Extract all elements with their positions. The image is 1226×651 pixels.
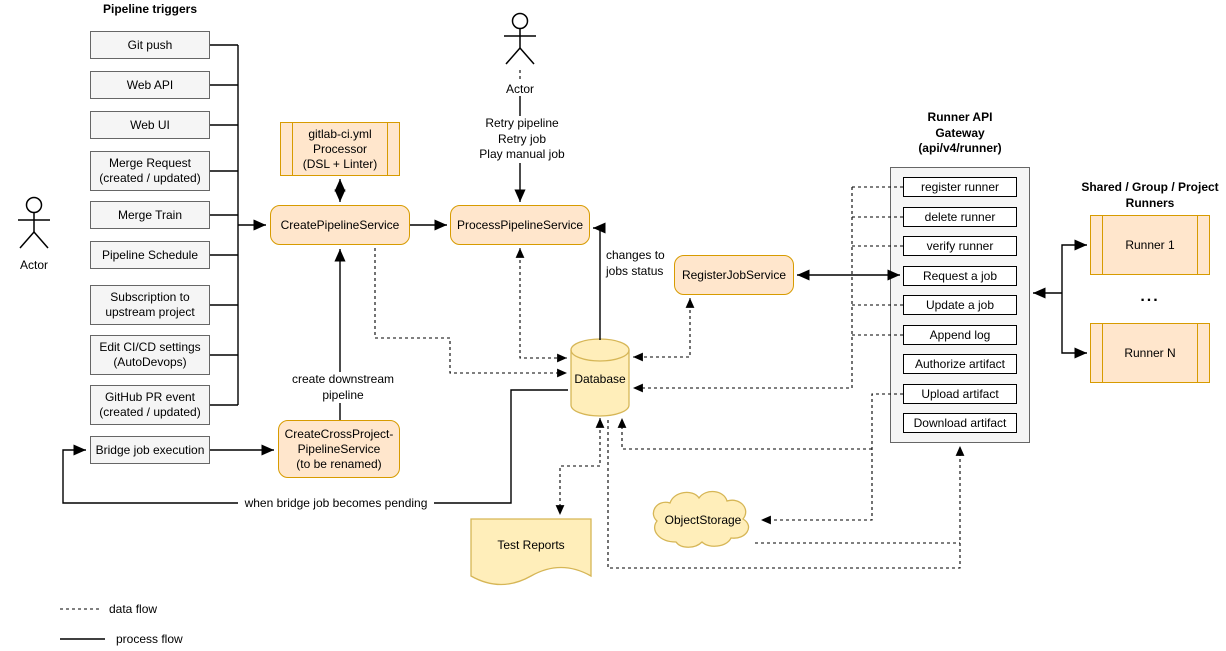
test-reports-label: Test Reports (497, 538, 565, 552)
endpoint-delete-runner: delete runner (903, 207, 1017, 227)
database-label: Database (574, 372, 626, 386)
endpoint-register-runner: register runner (903, 177, 1017, 197)
label-create-downstream: create downstream pipeline (285, 372, 401, 404)
process-bar-left (1102, 324, 1103, 382)
service-create-pipeline: CreatePipelineService (270, 205, 410, 245)
edge-db-jobstatus-to-processpipeline (593, 222, 606, 340)
runners-title: Shared / Group / Project Runners (1081, 180, 1219, 210)
endpoint-verify-runner: verify runner (903, 236, 1017, 256)
edge-upload-to-objectstorage (761, 393, 903, 525)
endpoint-request-job: Request a job (903, 266, 1017, 286)
database-icon (570, 338, 630, 417)
label-bridge-pending: when bridge job becomes pending (238, 496, 434, 512)
object-storage-label: ObjectStorage (664, 513, 742, 527)
process-bar-right (1197, 324, 1198, 382)
runners-ellipsis: ... (1140, 288, 1160, 305)
legend-data-flow-label: data flow (109, 602, 158, 616)
trigger-merge-train: Merge Train (90, 201, 210, 229)
gateway-title: Runner API Gateway (api/v4/runner) (918, 110, 1002, 156)
process-bar-right (1197, 216, 1198, 274)
edge-trigger-stubs (210, 44, 238, 406)
edge-processpipeline-db (515, 247, 567, 363)
test-reports-icon (470, 518, 592, 586)
actor-left-icon (18, 196, 50, 249)
trigger-github-pr: GitHub PR event (created / updated) (90, 385, 210, 425)
trigger-pipeline-schedule: Pipeline Schedule (90, 241, 210, 269)
endpoint-update-job: Update a job (903, 295, 1017, 315)
label-retry-actions: Retry pipeline Retry job Play manual job (460, 116, 584, 163)
actor-left-label: Actor (19, 258, 48, 272)
service-register-job: RegisterJobService (674, 255, 794, 295)
endpoint-authorize-artifact: Authorize artifact (903, 354, 1017, 374)
trigger-web-api: Web API (90, 71, 210, 99)
trigger-edit-cicd: Edit CI/CD settings (AutoDevops) (90, 335, 210, 375)
pipeline-triggers-title: Pipeline triggers (102, 2, 198, 16)
runner-n-label: Runner N (1124, 345, 1176, 360)
process-bar-right (387, 123, 388, 175)
endpoint-download-artifact: Download artifact (903, 413, 1017, 433)
runner-1-label: Runner 1 (1125, 237, 1175, 252)
edge-upload-to-db (617, 418, 872, 450)
endpoint-upload-artifact: Upload artifact (903, 384, 1017, 404)
service-yml-processor-label: gitlab-ci.yml Processor (DSL + Linter) (302, 126, 378, 171)
actor-top-icon (504, 12, 536, 65)
runner-n: Runner N (1090, 323, 1210, 383)
service-yml-processor: gitlab-ci.yml Processor (DSL + Linter) (280, 122, 400, 176)
trigger-git-push: Git push (90, 31, 210, 59)
trigger-subscription: Subscription to upstream project (90, 285, 210, 325)
legend-process-flow-label: process flow (116, 632, 183, 646)
runner-1: Runner 1 (1090, 215, 1210, 275)
trigger-web-ui: Web UI (90, 111, 210, 139)
actor-top-label: Actor (505, 82, 534, 96)
edge-createpipeline-db (374, 248, 567, 378)
service-create-cross-project: CreateCrossProject- PipelineService (to … (278, 420, 400, 478)
trigger-merge-request: Merge Request (created / updated) (90, 151, 210, 191)
process-bar-left (292, 123, 293, 175)
edge-bus-to-runner1 (1061, 239, 1087, 293)
endpoint-append-log: Append log (903, 325, 1017, 345)
trigger-bridge-job: Bridge job execution (90, 436, 210, 464)
edge-bus-to-runnern (1061, 293, 1087, 359)
service-process-pipeline: ProcessPipelineService (450, 205, 590, 245)
label-job-status: changes to jobs status (606, 248, 665, 278)
edge-registerjob-db (633, 298, 695, 362)
edge-db-testreports (555, 418, 605, 515)
process-bar-left (1102, 216, 1103, 274)
